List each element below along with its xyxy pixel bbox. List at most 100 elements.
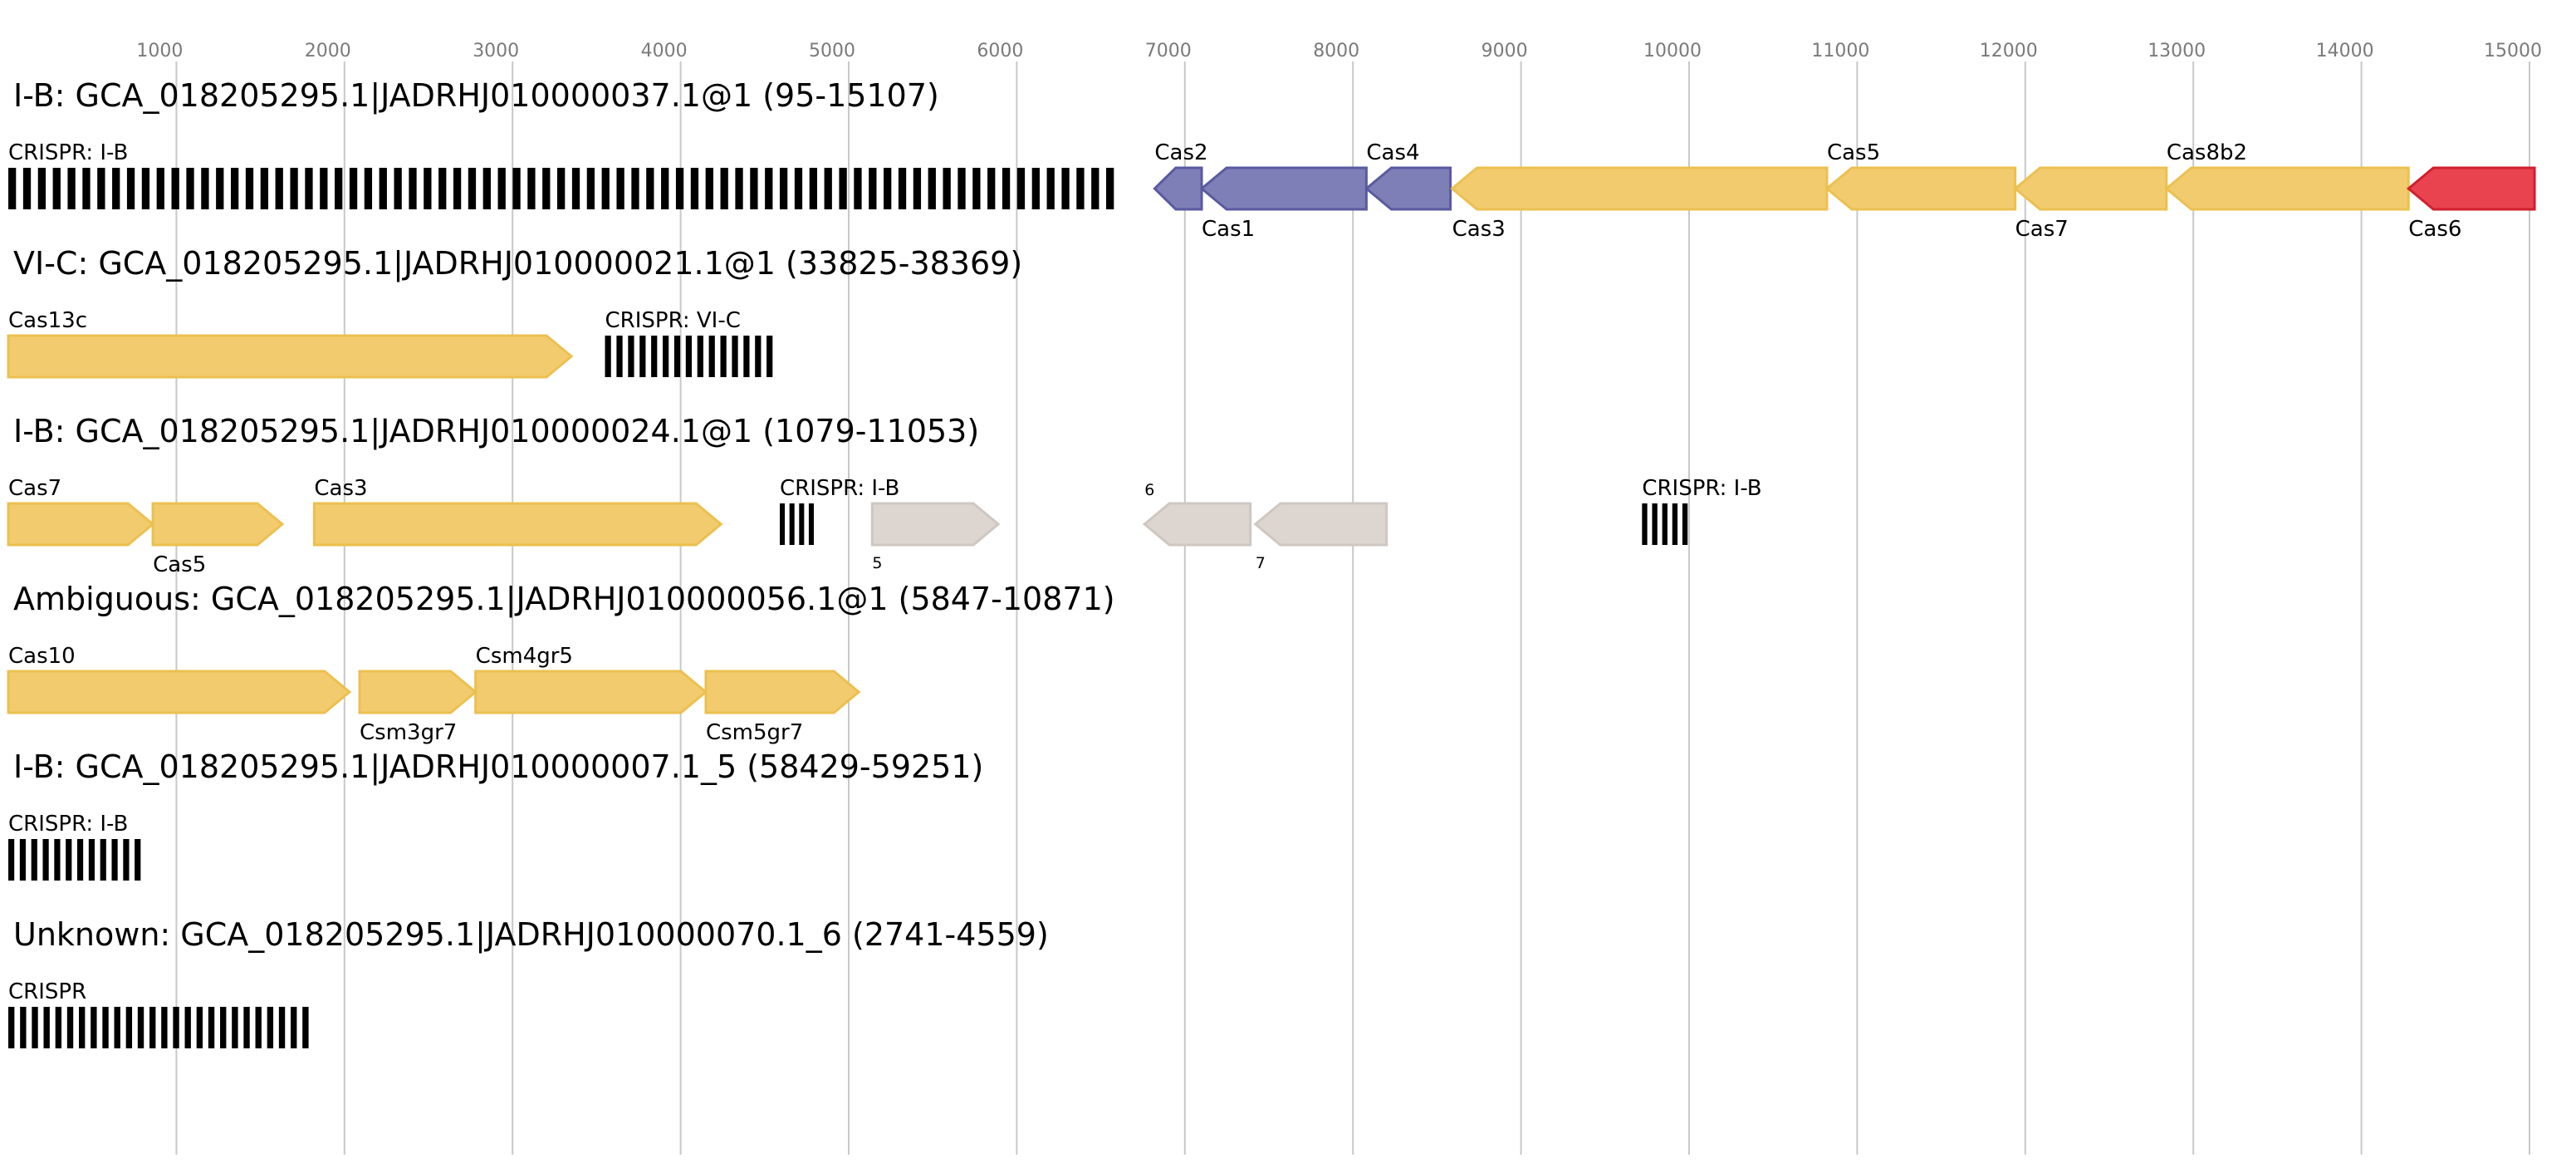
crispr-repeat (898, 168, 907, 209)
crispr-repeat (628, 336, 634, 377)
gene-label: Cas1 (1202, 217, 1255, 242)
crispr-repeat (1672, 503, 1678, 545)
gene-arrow-6 (1142, 502, 1252, 547)
tick-label: 11000 (1811, 41, 1869, 61)
locus-title: I-B: GCA_018205295.1|JADRHJ010000007.1_5… (13, 748, 983, 786)
crispr-repeat (1002, 168, 1011, 209)
crispr-repeat (123, 839, 130, 881)
crispr-repeat (789, 503, 795, 545)
crispr-repeat (22, 168, 32, 209)
crispr-repeat (149, 1007, 156, 1048)
gene-label: Csm5gr7 (706, 720, 803, 745)
locus-title: I-B: GCA_018205295.1|JADRHJ010000024.1@1… (13, 413, 979, 450)
crispr-repeat (171, 168, 179, 209)
crispr-repeat (913, 168, 922, 209)
tick-label: 13000 (2147, 41, 2206, 61)
crispr-repeat (267, 1007, 274, 1048)
crispr-repeat (631, 168, 639, 209)
gene-arrow-cas10 (7, 670, 352, 714)
crispr-repeat (601, 168, 610, 209)
crispr-repeat (278, 1007, 286, 1048)
crispr-repeat (794, 168, 803, 209)
crispr-repeat (1046, 168, 1055, 209)
crispr-repeat (1662, 503, 1668, 545)
gene-label: Cas8b2 (2167, 140, 2247, 165)
crispr-repeat (809, 168, 818, 209)
crispr-repeat (112, 168, 120, 209)
crispr-repeat (424, 168, 432, 209)
crispr-repeat (1061, 168, 1070, 209)
crispr-repeat (854, 168, 862, 209)
gene-label: Cas13c (8, 308, 87, 333)
crispr-repeat (616, 168, 624, 209)
crispr-repeat (512, 168, 521, 209)
tick-label: 10000 (1643, 41, 1702, 61)
crispr-array: CRISPR: I-B (780, 476, 899, 545)
gene-label: Csm3gr7 (360, 720, 457, 745)
crispr-repeat (137, 1007, 144, 1048)
crispr-repeat (82, 168, 91, 209)
gene-label: Cas5 (153, 552, 206, 577)
crispr-repeat (839, 168, 847, 209)
tick-label: 14000 (2316, 41, 2374, 61)
gene-arrow-cas3 (1450, 166, 1829, 211)
crispr-repeat (8, 839, 15, 881)
crispr-repeat (987, 168, 996, 209)
locus-1: I-B: GCA_018205295.1|JADRHJ010000037.1@1… (8, 77, 2536, 242)
tick-label: 6000 (977, 41, 1023, 61)
crispr-repeat (31, 839, 37, 881)
crispr-repeat (705, 168, 713, 209)
crispr-repeat (349, 168, 358, 209)
crispr-repeat (571, 168, 580, 209)
crispr-repeat (255, 1007, 262, 1048)
locus-title: Ambiguous: GCA_018205295.1|JADRHJ0100000… (13, 581, 1115, 618)
crispr-repeat (156, 168, 164, 209)
crispr-repeat (542, 168, 551, 209)
gene-arrow-cas4 (1364, 166, 1452, 211)
crispr-repeat (972, 168, 981, 209)
crispr-repeat (173, 1007, 179, 1048)
crispr-repeat (799, 503, 805, 545)
crispr-repeat (19, 839, 27, 881)
gene-arrow-csm3gr7 (358, 670, 478, 714)
locus-5: I-B: GCA_018205295.1|JADRHJ010000007.1_5… (8, 748, 983, 881)
crispr-repeat (957, 168, 966, 209)
crispr-repeat (720, 168, 728, 209)
crispr-repeat (186, 168, 194, 209)
tick-label: 5000 (809, 41, 855, 61)
crispr-array: CRISPR (8, 979, 309, 1048)
gene-label: Cas2 (1154, 140, 1207, 165)
crispr-repeat (100, 839, 106, 881)
crispr-repeat (76, 839, 84, 881)
crispr-repeat (651, 336, 658, 377)
crispr-repeat (675, 168, 684, 209)
crispr-repeat (291, 1007, 297, 1048)
crispr-repeat (290, 168, 298, 209)
crispr-repeat (243, 1007, 250, 1048)
crispr-repeat (661, 168, 669, 209)
locus-title: Unknown: GCA_018205295.1|JADRHJ010000070… (13, 916, 1049, 954)
crispr-repeat (8, 1007, 15, 1048)
crispr-repeat (216, 168, 224, 209)
gene-label: Cas3 (1452, 217, 1506, 242)
crispr-repeat (335, 168, 343, 209)
gene-label: Cas3 (314, 476, 367, 501)
crispr-repeat (720, 336, 727, 377)
crispr-repeat (20, 1007, 27, 1048)
crispr-repeat (765, 168, 773, 209)
crispr-repeat (305, 168, 313, 209)
crispr-repeat (482, 168, 491, 209)
crispr-repeat (732, 336, 738, 377)
crispr-repeat (743, 336, 750, 377)
crispr-repeat (52, 168, 61, 209)
crispr-label: CRISPR: I-B (8, 140, 128, 165)
gene-label: Cas10 (8, 644, 76, 669)
crispr-repeat (184, 1007, 191, 1048)
gene-label: 7 (1256, 554, 1266, 572)
crispr-repeat (208, 1007, 215, 1048)
crispr-repeat (67, 168, 76, 209)
crispr-repeat (111, 839, 118, 881)
gene-arrow-5 (870, 502, 1001, 547)
crispr-repeat (88, 839, 95, 881)
crispr-label: CRISPR: I-B (780, 476, 899, 501)
